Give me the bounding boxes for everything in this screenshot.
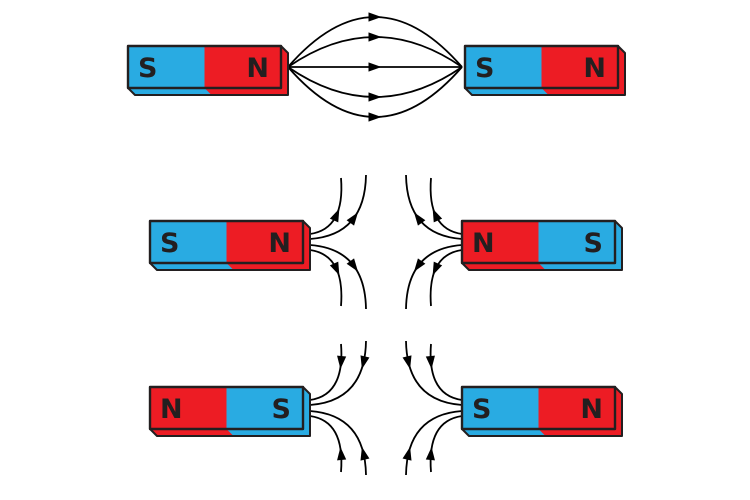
magnet-side-face-left: [462, 263, 546, 270]
field-line: [429, 343, 463, 401]
magnet-half-left: [462, 221, 539, 263]
field-arrowhead: [360, 355, 370, 370]
field-line: [287, 16, 463, 68]
field-arrowhead: [337, 355, 347, 370]
magnet-half-left: [462, 387, 539, 429]
field-line: [309, 340, 367, 406]
field-line: [309, 415, 343, 473]
magnet-half-left: [150, 387, 227, 429]
field-arrowhead: [368, 12, 382, 22]
pole-label: N: [583, 53, 606, 84]
field-arrowhead: [425, 355, 435, 370]
magnet-half-left: [128, 46, 205, 88]
magnet-half-right: [226, 221, 303, 263]
pole-label: N: [160, 394, 183, 425]
field-arrowhead: [360, 446, 370, 461]
field-arrowhead: [402, 355, 412, 370]
pole-label: S: [272, 394, 291, 425]
pole-label: N: [246, 53, 269, 84]
magnet-half-right: [204, 46, 281, 88]
field-arrowhead: [402, 446, 412, 461]
field-arrowhead: [414, 212, 426, 226]
field-lines-row1: [287, 12, 463, 122]
pole-label: S: [472, 394, 491, 425]
pole-label: S: [475, 53, 494, 84]
field-line: [429, 249, 463, 307]
field-line: [309, 249, 343, 307]
magnet-side-face-left: [128, 88, 212, 95]
field-line: [309, 177, 343, 235]
pole-label: S: [160, 228, 179, 259]
field-arrowhead: [368, 62, 382, 72]
pole-label: N: [580, 394, 603, 425]
magnet-outline: [126, 44, 283, 90]
magnet-half-right: [541, 46, 618, 88]
field-arrowhead: [337, 446, 347, 461]
field-arrowhead: [432, 208, 443, 223]
field-arrowhead: [329, 208, 340, 223]
magnet-half-left: [465, 46, 542, 88]
magnet-half-left: [150, 221, 227, 263]
field-lines-row3: [309, 340, 463, 476]
field-line: [405, 244, 463, 310]
field-line: [309, 174, 367, 240]
magnet-side-face-left: [465, 88, 549, 95]
field-line: [405, 410, 463, 476]
magnet-half-right: [538, 387, 615, 429]
field-arrowhead: [346, 258, 358, 272]
field-lines-row2: [309, 174, 463, 310]
field-line: [405, 340, 463, 406]
field-arrowhead: [414, 258, 426, 272]
pole-label: S: [138, 53, 157, 84]
field-arrowhead: [368, 92, 382, 102]
pole-label: N: [268, 228, 291, 259]
magnet-outline: [460, 219, 617, 265]
field-line: [309, 343, 343, 401]
magnet-half-right: [538, 221, 615, 263]
field-arrowhead: [432, 261, 443, 276]
magnet-outline: [148, 219, 305, 265]
field-line: [429, 177, 463, 235]
pole-label: S: [584, 228, 603, 259]
field-line: [309, 410, 367, 476]
field-arrowhead: [368, 112, 382, 122]
field-arrowhead: [425, 446, 435, 461]
field-arrowhead: [368, 32, 382, 42]
field-line: [429, 415, 463, 473]
magnet-side-face-left: [462, 429, 546, 436]
field-line: [405, 174, 463, 240]
field-arrowhead: [346, 212, 358, 226]
field-line: [309, 244, 367, 310]
field-line: [287, 66, 463, 118]
magnet-half-right: [226, 387, 303, 429]
magnet-side-face-left: [150, 263, 234, 270]
magnet-side-face-left: [150, 429, 234, 436]
magnet-outline: [148, 385, 305, 431]
pole-label: N: [472, 228, 495, 259]
magnet-outline: [460, 385, 617, 431]
magnet-outline: [463, 44, 620, 90]
field-arrowhead: [329, 261, 340, 276]
